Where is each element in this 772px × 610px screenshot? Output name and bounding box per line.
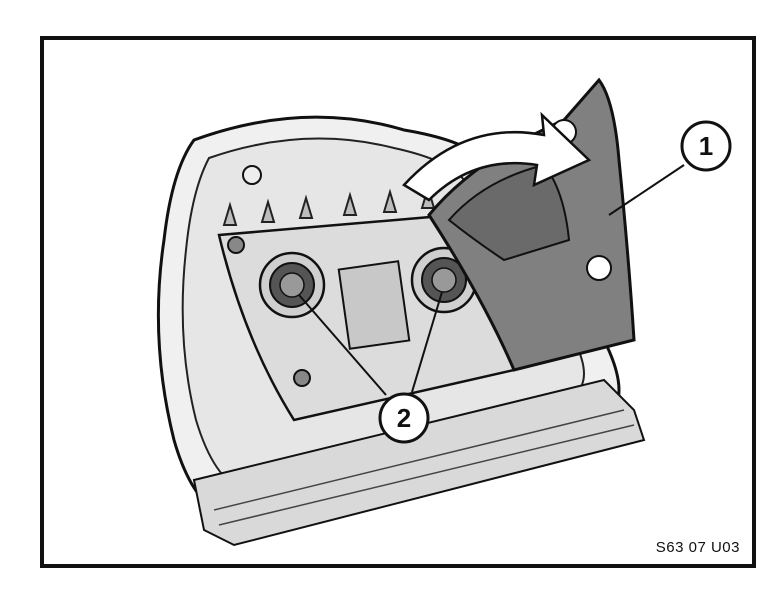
figure-code: S63 07 U03 [655, 539, 740, 556]
screw-bottom-left [293, 369, 311, 387]
callout-1: 1 [680, 120, 732, 172]
contact-pins [222, 184, 436, 226]
callout-2: 2 [378, 392, 430, 444]
svg-text:2: 2 [397, 403, 411, 433]
bulb-socket-left [258, 251, 326, 319]
leader-line-1 [608, 164, 685, 216]
screw-top-left [227, 236, 245, 254]
tail-light-illustration: 1 2 [156, 77, 732, 547]
leader-line-2b [411, 291, 443, 393]
housing-hole [242, 165, 262, 185]
diagram-frame: 1 2 S63 07 U03 [40, 36, 756, 568]
connector-block [337, 260, 411, 350]
cover-inner-recess [447, 163, 571, 262]
rotation-arrow [402, 111, 592, 202]
leader-line-2a [298, 294, 387, 396]
cover-hole-bottom [586, 255, 612, 281]
svg-text:1: 1 [699, 131, 713, 161]
